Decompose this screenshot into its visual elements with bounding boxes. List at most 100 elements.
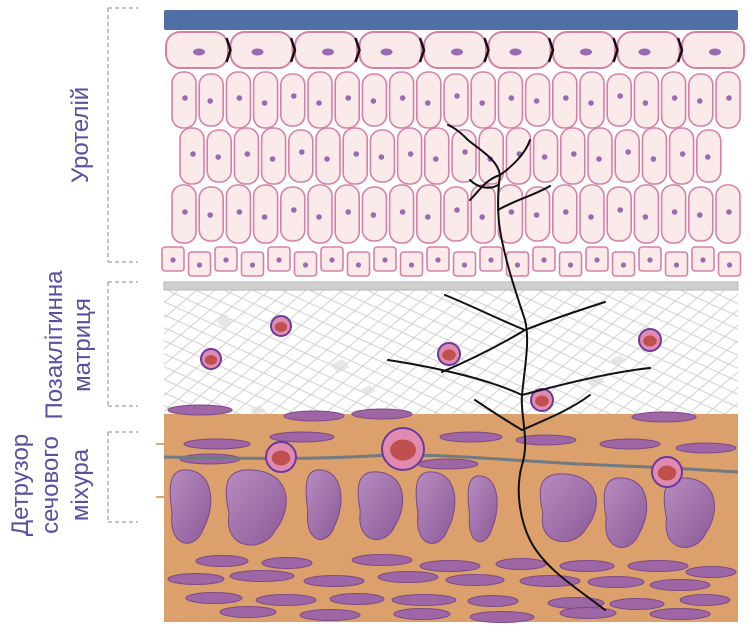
urothelium-bracket [107,7,138,263]
nucleus [541,257,547,263]
nucleus [408,262,415,268]
nucleus [299,149,305,155]
intermediate-cell [415,71,442,129]
side-tick [156,443,164,498]
smooth-muscle-cell-icon [559,560,615,572]
nucleus [215,154,221,160]
smooth-muscle-cell-icon [627,560,689,572]
section-brackets [107,7,138,523]
nucleus [508,95,515,101]
nucleus [461,262,468,268]
smooth-muscle-cell-icon [219,606,277,618]
nucleus [382,257,388,263]
intermediate-cell-layer [171,71,741,244]
smooth-muscle-cell-icon [303,575,365,587]
nucleus [647,257,653,263]
nucleus [679,151,686,157]
ecm-label-line2: матриця [69,298,96,392]
detrusor-label-line3: міхура [67,448,94,521]
nucleus [399,95,406,101]
basal-cell-layer [161,246,742,277]
smooth-muscle-cell-icon [603,477,648,548]
smooth-muscle-cell-icon [467,595,519,607]
nucleus [276,257,282,263]
nucleus [261,214,268,220]
smooth-muscle-cell-icon [195,555,249,567]
nucleus [291,93,297,99]
intermediate-cell [443,186,469,242]
ecm-label-line1: Позаклітинна [41,270,68,420]
nucleus [236,209,243,215]
smooth-muscle-cell-icon [351,408,413,420]
nucleus [380,48,393,56]
nucleus [479,214,486,220]
basement-membrane [163,281,739,291]
nucleus [454,93,460,99]
intermediate-cell [579,184,605,244]
nucleus [541,154,548,160]
nucleus [345,209,352,215]
intermediate-cell [470,71,497,129]
immune-cell-nucleus [204,355,218,365]
ecm-bracket [107,281,138,407]
nucleus [182,95,188,101]
smooth-muscle-cell-icon [229,570,295,582]
smooth-muscle-cell-icon [685,566,737,578]
nucleus [451,48,463,56]
nucleus [196,262,203,268]
nucleus [302,262,309,268]
nucleus [594,257,600,263]
intermediate-cell [287,129,314,183]
nucleus [700,257,706,263]
nucleus [236,95,243,101]
nucleus [588,214,594,220]
nucleus [355,262,362,268]
urothelium-label: Уротелій [67,87,94,183]
smooth-muscle-cell-icon [515,434,577,446]
nucleus [726,262,733,268]
smooth-muscle-cell-icon [169,469,212,544]
nucleus [571,151,577,157]
smooth-muscle-cell-icon [675,442,737,454]
nucleus [370,212,377,218]
smooth-muscle-cell-icon [415,471,456,544]
nucleus [193,48,205,56]
immune-cell-nucleus [657,465,677,481]
smooth-muscle-cell-icon [305,469,342,540]
tight-junction [612,37,619,63]
nucleus [479,100,486,106]
nucleus [223,257,229,263]
nucleus [291,207,297,213]
smooth-muscle-cell-icon [439,431,503,443]
smooth-muscle-cell-icon [649,579,711,591]
intermediate-cell [451,129,477,183]
smooth-muscle-cell-icon [391,594,457,606]
tight-junction [418,37,426,63]
nucleus [407,151,414,157]
nucleus [625,149,631,155]
nucleus [638,48,651,56]
apical-membrane [164,10,738,30]
nucleus [650,156,657,162]
smooth-muscle-cell-icon [357,471,404,541]
nucleus [508,209,515,215]
smooth-muscle-cell-icon [467,475,498,543]
intermediate-cell [252,184,279,244]
nucleus [462,149,468,155]
smooth-muscle-cell-icon [495,558,547,570]
nucleus [567,262,574,268]
nucleus [617,93,623,99]
nucleus [190,151,196,157]
nucleus [170,257,176,263]
intermediate-cell [307,71,333,129]
intermediate-cell [315,127,341,185]
nucleus [642,100,649,106]
smooth-muscle-cell-icon [539,473,597,543]
nucleus [249,262,256,268]
nucleus [316,214,322,220]
smooth-muscle-cell-icon [185,592,243,604]
smooth-muscle-cell-icon [377,571,439,583]
smooth-muscle-cell-icon [649,608,711,620]
nucleus [378,154,385,160]
smooth-muscle-cell-icon [631,411,697,423]
